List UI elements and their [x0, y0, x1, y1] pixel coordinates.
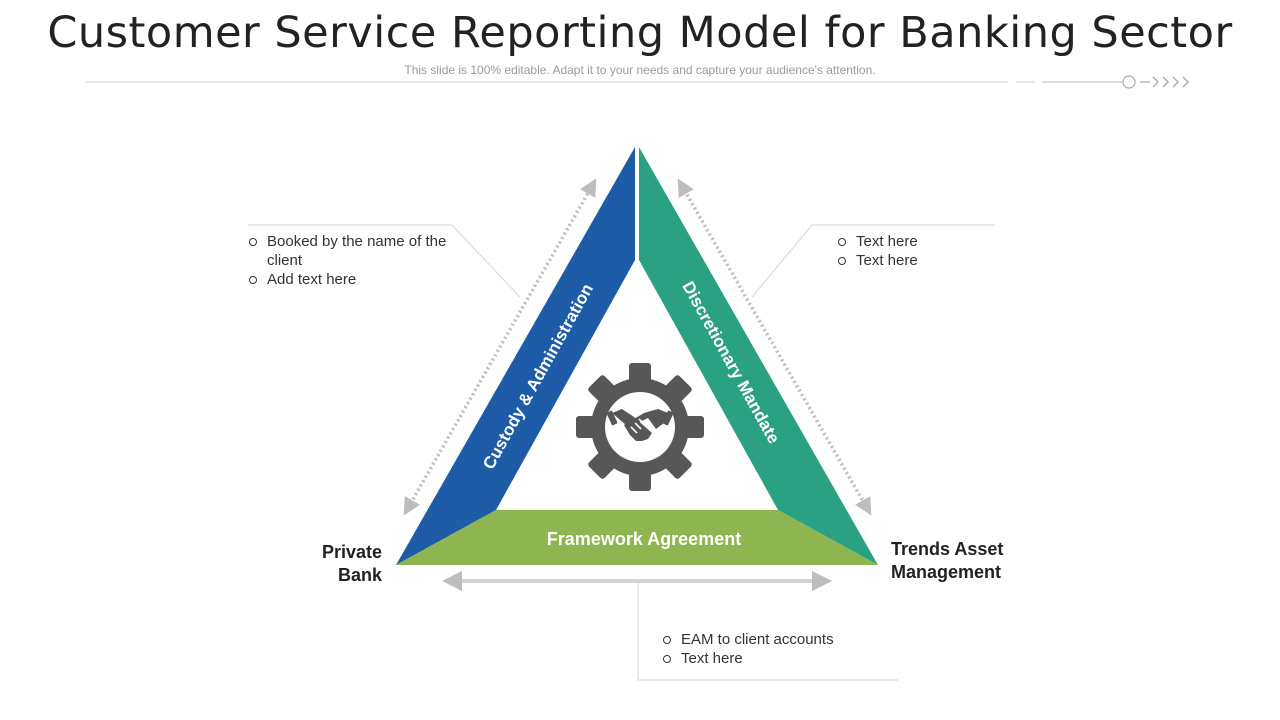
list-item: Text here	[836, 232, 996, 251]
top-right-callout-line	[751, 224, 995, 298]
corner-label-private-bank: Private Bank	[290, 541, 382, 587]
top-left-notes: Booked by the name of the client Add tex…	[247, 232, 447, 289]
list-item: Add text here	[247, 270, 447, 289]
corner-label-line: Bank	[337, 565, 382, 585]
list-item: EAM to client accounts	[661, 630, 891, 649]
corner-label-line: Management	[891, 562, 1002, 582]
right-side-discretionary	[639, 147, 878, 565]
corner-label-line: Trends Asset	[891, 539, 1004, 559]
corner-label-line: Private	[321, 542, 382, 562]
list-item: Booked by the name of the client	[247, 232, 447, 270]
page-title: Customer Service Reporting Model for Ban…	[47, 8, 1233, 58]
left-side-custody	[396, 147, 635, 565]
page-subtitle: This slide is 100% editable. Adapt it to…	[404, 63, 876, 77]
list-item: Text here	[836, 251, 996, 270]
side-label-framework: Framework Agreement	[547, 529, 741, 549]
bottom-side-framework	[396, 510, 878, 565]
left-dotted-arrow	[403, 178, 597, 516]
right-dotted-arrow	[677, 178, 872, 516]
bottom-notes: EAM to client accounts Text here	[661, 630, 891, 668]
top-left-callout-line	[248, 224, 521, 298]
side-label-custody: Custody & Administration	[479, 280, 597, 472]
bottom-callout-line	[637, 583, 898, 681]
list-item: Text here	[661, 649, 891, 668]
top-right-notes: Text here Text here	[836, 232, 996, 270]
gear-handshake-icon	[576, 363, 704, 491]
corner-label-trends-asset: Trends Asset Management	[891, 538, 1031, 584]
header-divider	[86, 75, 1189, 89]
handshake-icon	[606, 409, 674, 441]
